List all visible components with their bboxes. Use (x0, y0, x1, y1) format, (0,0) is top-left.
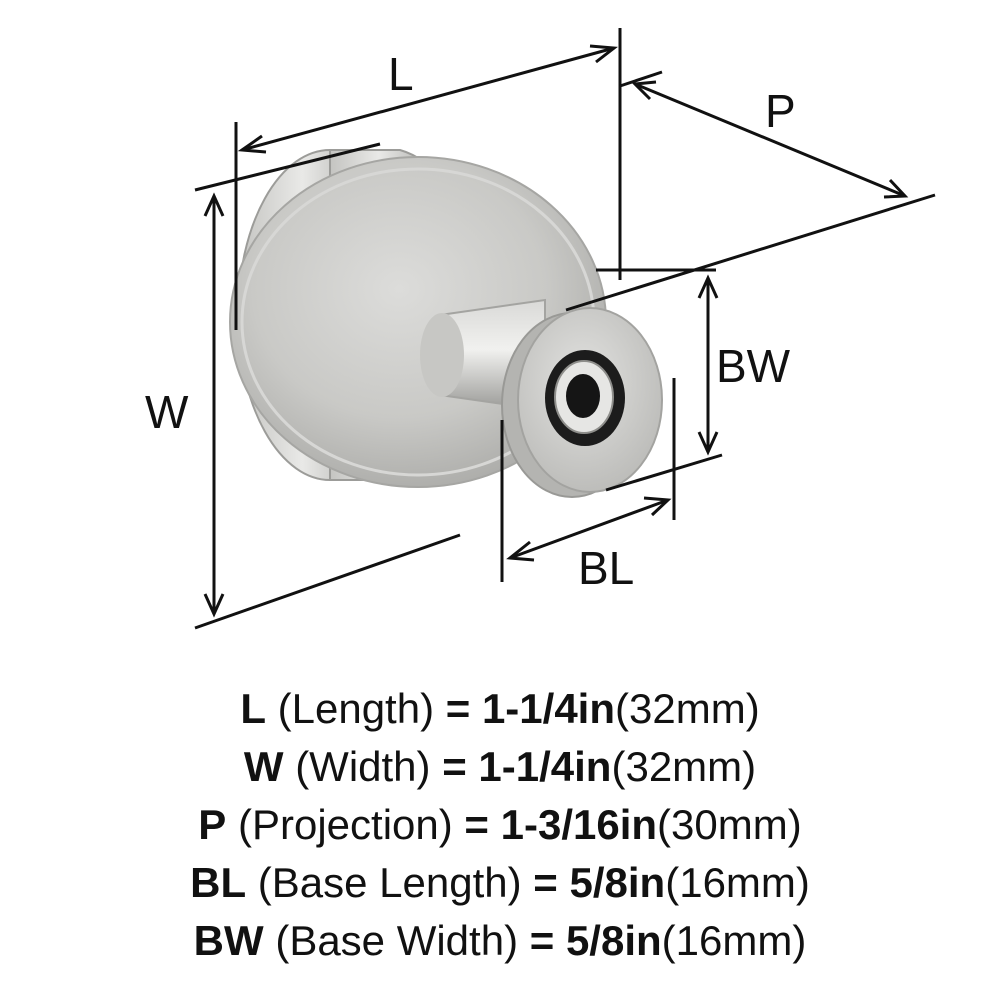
spec-equals: = (445, 685, 471, 732)
p-extension-bottom (565, 193, 936, 312)
spec-equals: = (529, 917, 555, 964)
spec-imperial: 5/8in (565, 917, 662, 964)
dimension-spec-list: L (Length) = 1-1/4in(32mm) W (Width) = 1… (0, 680, 1000, 970)
spec-row-projection: P (Projection) = 1-3/16in(30mm) (0, 796, 1000, 854)
spec-imperial: 1-1/4in (481, 685, 616, 732)
bl-dimension-line (509, 498, 669, 560)
spec-code: W (243, 743, 284, 790)
spec-metric: (16mm) (661, 917, 807, 964)
bw-arrow-top (697, 274, 719, 299)
spec-row-length: L (Length) = 1-1/4in(32mm) (0, 680, 1000, 738)
projection-label: P (765, 85, 796, 137)
spec-equals: = (442, 743, 467, 790)
knob-dimension-diagram: L W P BW BL (145, 28, 936, 630)
spec-imperial: 5/8in (569, 859, 666, 906)
bl-arrow-right (643, 496, 672, 517)
knob-illustration (229, 149, 663, 498)
spec-code: BL (190, 859, 247, 906)
p-extension-top (619, 70, 663, 88)
spec-row-base-length: BL (Base Length) = 5/8in(16mm) (0, 854, 1000, 912)
bw-extension-bottom (605, 453, 723, 492)
spec-row-width: W (Width) = 1-1/4in(32mm) (0, 738, 1000, 796)
spec-name: (Projection) (237, 801, 453, 848)
base-length-label: BL (578, 542, 634, 594)
spec-metric: (16mm) (665, 859, 810, 906)
spec-metric: (32mm) (611, 743, 757, 790)
dimension-lines (194, 28, 936, 630)
w-extension-top (194, 142, 381, 192)
spec-name: (Base Width) (275, 917, 519, 964)
l-dimension-line (241, 46, 615, 152)
length-label: L (388, 48, 414, 100)
spec-metric: (32mm) (615, 685, 760, 732)
spec-imperial: 1-3/16in (500, 801, 658, 848)
spec-name: (Base Length) (257, 859, 522, 906)
spec-equals: = (533, 859, 558, 906)
bw-arrow-bottom (697, 431, 719, 456)
p-arrow-top (631, 80, 657, 101)
spec-name: (Width) (295, 743, 431, 790)
base-width-label: BW (716, 340, 791, 392)
w-arrow-bottom (203, 593, 225, 618)
l-arrow-right (589, 44, 618, 64)
w-extension-bottom (194, 533, 461, 630)
p-arrow-bottom (883, 178, 909, 199)
p-dimension-line (634, 82, 906, 198)
spec-code: P (198, 801, 227, 848)
spec-name: (Length) (277, 685, 435, 732)
spec-row-base-width: BW (Base Width) = 5/8in(16mm) (0, 912, 1000, 970)
knob-stem-root (420, 313, 464, 397)
spec-imperial: 1-1/4in (478, 743, 612, 790)
screw-hole-center (566, 374, 600, 418)
bl-arrow-left (506, 540, 535, 562)
l-arrow-left (237, 134, 267, 154)
spec-equals: = (464, 801, 489, 848)
width-label: W (145, 386, 189, 438)
spec-code: BW (193, 917, 264, 964)
spec-code: L (240, 685, 266, 732)
w-arrow-top (203, 192, 225, 217)
spec-metric: (30mm) (657, 801, 802, 848)
